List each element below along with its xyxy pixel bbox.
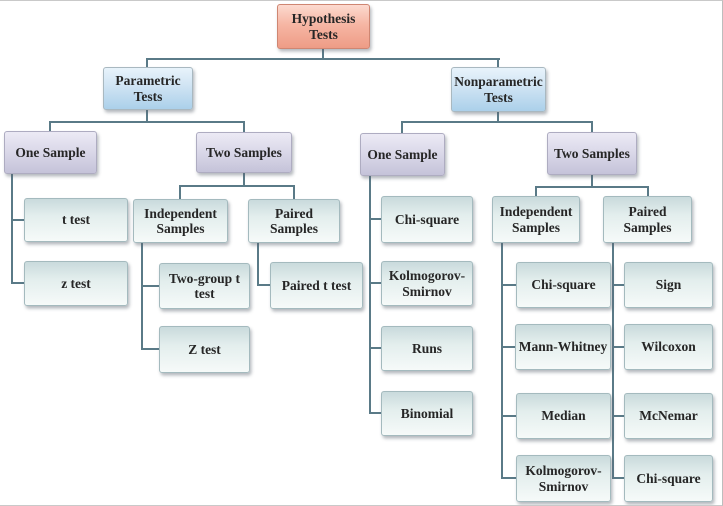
connector xyxy=(11,174,13,284)
connector xyxy=(146,58,148,68)
node-kolmogorov-smirnov-one-sample: Kolmogorov-Smirnov xyxy=(381,261,473,306)
node-nonparametric-independent-samples: Independent Samples xyxy=(492,196,580,243)
node-wilcoxon: Wilcoxon xyxy=(624,324,713,370)
connector xyxy=(612,477,625,479)
connector xyxy=(49,121,245,123)
node-parametric-t-test: t test xyxy=(24,198,128,242)
node-hypothesis-tests: Hypothesis Tests xyxy=(277,4,370,49)
connector xyxy=(369,347,382,349)
node-parametric-z-test: z test xyxy=(24,261,128,306)
node-binomial: Binomial xyxy=(381,391,473,436)
connector xyxy=(535,186,537,197)
connector xyxy=(141,348,160,350)
node-independent-chi-square: Chi-square xyxy=(516,262,611,308)
node-nonparametric-one-sample: One Sample xyxy=(360,133,445,176)
node-parametric-one-sample: One Sample xyxy=(4,131,97,174)
connector xyxy=(535,186,649,188)
connector xyxy=(591,175,593,188)
connector xyxy=(322,48,324,59)
node-nonparametric-tests: Nonparametric Tests xyxy=(451,67,546,112)
connector xyxy=(369,282,382,284)
connector xyxy=(612,243,614,479)
connector xyxy=(401,121,403,134)
connector xyxy=(612,284,625,286)
connector xyxy=(11,219,25,221)
node-parametric-two-samples: Two Samples xyxy=(196,132,292,173)
connector xyxy=(146,58,500,60)
connector xyxy=(141,285,160,287)
connector xyxy=(179,185,295,187)
connector xyxy=(369,218,382,220)
connector xyxy=(49,121,51,132)
connector xyxy=(369,412,382,414)
connector xyxy=(401,121,593,123)
connector xyxy=(501,284,517,286)
connector xyxy=(179,185,181,200)
connector xyxy=(591,121,593,133)
node-runs: Runs xyxy=(381,326,473,371)
connector xyxy=(501,477,517,479)
connector xyxy=(369,176,371,414)
node-sign: Sign xyxy=(624,262,713,308)
node-median: Median xyxy=(516,393,611,439)
connector xyxy=(11,282,25,284)
node-mann-whitney: Mann-Whitney xyxy=(515,324,611,370)
node-nonparametric-one-sample-chi-square: Chi-square xyxy=(381,196,473,243)
node-paired-t-test: Paired t test xyxy=(270,262,363,309)
node-parametric-paired-samples: Paired Samples xyxy=(248,199,340,243)
node-nonparametric-paired-samples: Paired Samples xyxy=(603,196,692,243)
node-kolmogorov-smirnov-two-samples: Kolmogorov-Smirnov xyxy=(516,455,611,502)
connector xyxy=(243,173,245,187)
node-nonparametric-two-samples: Two Samples xyxy=(547,132,637,175)
connector xyxy=(146,110,148,123)
node-parametric-independent-samples: Independent Samples xyxy=(133,199,228,243)
node-mcnemar: McNemar xyxy=(624,393,713,439)
connector xyxy=(612,415,625,417)
connector xyxy=(497,112,499,123)
connector xyxy=(141,243,143,350)
connector xyxy=(647,186,649,197)
connector xyxy=(612,346,625,348)
connector xyxy=(243,121,245,133)
connector xyxy=(497,58,499,67)
connector xyxy=(501,415,517,417)
connector xyxy=(293,185,295,200)
node-capital-z-test: Z test xyxy=(159,326,250,373)
connector xyxy=(257,284,271,286)
connector xyxy=(257,243,259,286)
node-parametric-tests: Parametric Tests xyxy=(103,67,193,110)
node-two-group-t-test: Two-group t test xyxy=(159,263,250,309)
connector xyxy=(501,243,503,479)
node-paired-chi-square: Chi-square xyxy=(624,455,713,502)
connector xyxy=(501,346,517,348)
